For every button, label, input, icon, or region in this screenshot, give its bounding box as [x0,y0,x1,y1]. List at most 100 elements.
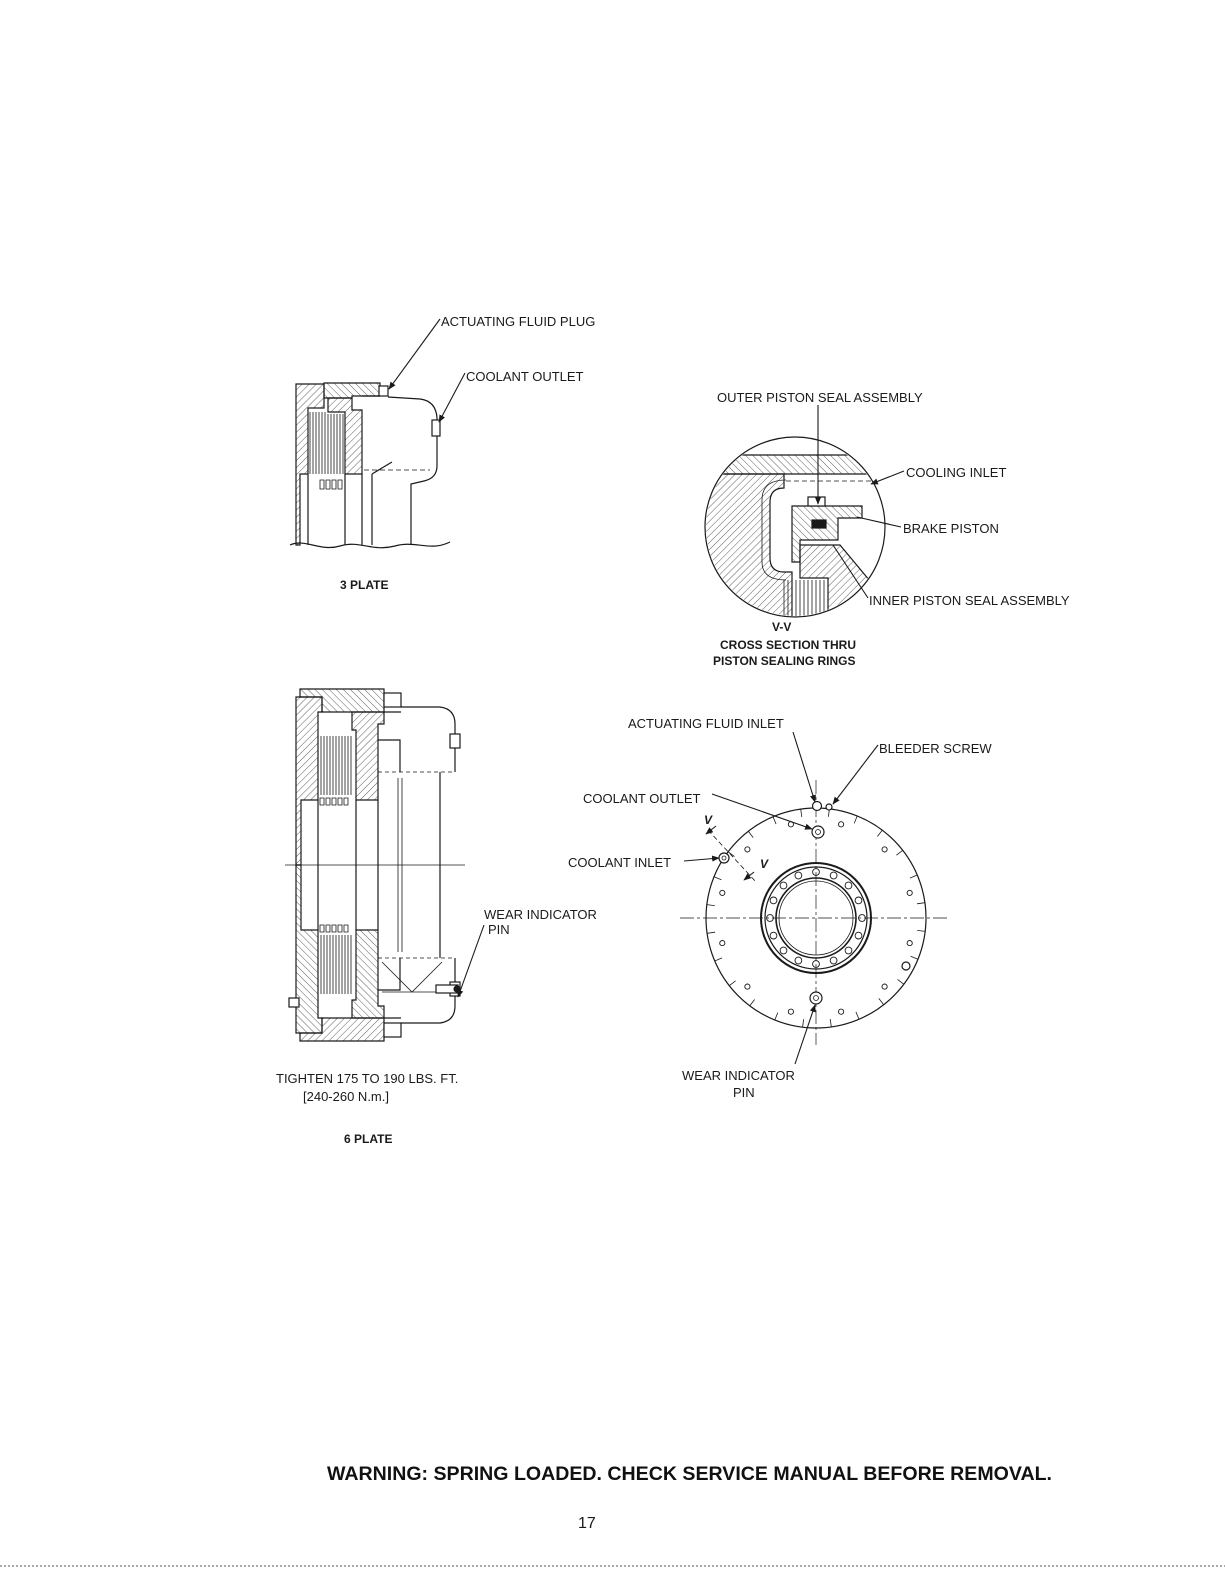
rim-tick [706,904,715,906]
top-ring [299,688,385,713]
coolant-outlet-port-inner [815,829,821,835]
flange-bolt-hole [719,889,726,896]
leader-line [457,924,485,998]
outer-piston-seal [807,496,826,507]
actuating-fluid-inlet-port [811,800,823,812]
label-inner-piston-seal-assembly: INNER PISTON SEAL ASSEMBLY [869,593,1070,608]
three-plate-drawing [289,382,451,549]
caption-6-plate: 6 PLATE [344,1132,392,1146]
side-port [901,961,911,971]
leader-line [792,731,816,803]
rim-tick [916,902,925,905]
flange-bolt-hole [787,1008,794,1015]
rim-tick [878,998,885,1005]
brake-piston [791,505,863,563]
friction-plates [309,412,344,474]
label-coolant-outlet: COOLANT OUTLET [466,369,584,384]
piston [327,397,363,475]
label-actuating-fluid-plug: ACTUATING FLUID PLUG [441,314,595,329]
bolt-heads [319,479,343,490]
cover [362,395,438,545]
section-marker-v: V [760,857,769,871]
rim-tick [829,1018,832,1027]
section-view-label: V-V [772,620,791,634]
label-cooling-inlet: COOLING INLET [906,465,1006,480]
rim-tick [877,829,883,837]
flange-bolt-hole [881,983,888,990]
torque-spec-metric: [240-260 N.m.] [303,1089,389,1104]
torque-spec-imperial: TIGHTEN 175 TO 190 LBS. FT. [276,1071,458,1086]
cover-bolt [449,733,461,749]
rim-tick [896,849,903,856]
rim-tick [729,980,736,987]
rim-tick-marks [706,808,926,1028]
flange-bolt-hole [906,940,913,947]
rim-tick [727,851,735,857]
rim-tick [855,1011,860,1020]
rim-tick [707,931,716,934]
hub-bolt-hole [779,881,788,890]
label-wear-indicator-pin: PIN [733,1085,755,1100]
leader-line [794,1004,816,1065]
flange-bolt-hole [838,821,845,828]
six-plate-lower-half [295,864,461,1042]
page-number: 17 [578,1515,596,1532]
rim-tick [910,955,919,960]
piston [351,711,385,801]
section-vv-detail [704,436,886,618]
inner-piston-seal [811,519,827,529]
coolant-inlet-port [718,852,730,864]
leader-line [711,793,813,830]
rim-tick [749,999,755,1007]
hub-bolt-hole [829,956,838,965]
coolant-outlet-port [811,825,825,839]
label-wear-indicator: WEAR INDICATOR [484,907,597,922]
wear-pin-head [453,985,461,993]
rim-tick [714,957,723,962]
caption-cross-section-line1: CROSS SECTION THRU [720,638,856,652]
detail-plates [783,580,825,616]
hub-bolt-hole [829,871,838,880]
top-band [706,454,884,475]
leader-line [683,855,720,862]
flange-bolt-hole [744,983,751,990]
rim-tick [897,979,905,985]
cover [384,706,456,772]
rim-tick [802,1019,804,1028]
hub-bolt-hole [779,946,788,955]
plug [383,692,402,708]
section-arrow [743,871,755,881]
label-brake-piston: BRAKE PISTON [903,521,999,536]
leader-line [856,516,902,528]
flange-bolt-hole [838,1008,845,1015]
rim-tick [917,930,926,932]
hub-bolt-hole [854,896,863,905]
wear-indicator-pin-hole-inner [813,995,819,1001]
hub-bolt-hole [844,946,853,955]
label-outer-piston-seal-assembly: OUTER PISTON SEAL ASSEMBLY [717,390,923,405]
six-plate-upper-half [295,688,461,866]
label-wear-indicator: WEAR INDICATOR [682,1068,795,1083]
piston-wedge [799,544,884,616]
detail-circle [704,436,886,618]
hub-lines [317,739,441,865]
hub-bolt-hole [794,956,803,965]
flange-bolt-hole [881,846,888,853]
hub-bolt-hole [794,871,803,880]
hub-bolt-hole [769,931,778,940]
coolant-inlet-port-inner [721,855,727,861]
break-line [289,541,451,549]
label-bleeder-screw: BLEEDER SCREW [879,741,992,756]
rim-tick [800,809,803,818]
hub-bolt-hole [844,881,853,890]
spring-cavity [381,961,443,993]
leader-line [388,318,441,390]
label-wear-indicator-pin: PIN [488,922,510,937]
section-marker-v: V [704,813,713,827]
coolant-outlet-boss [431,419,441,437]
wear-indicator-pin-hole [809,991,823,1005]
hub-bolt-hole [854,931,863,940]
leader-line [870,470,905,485]
